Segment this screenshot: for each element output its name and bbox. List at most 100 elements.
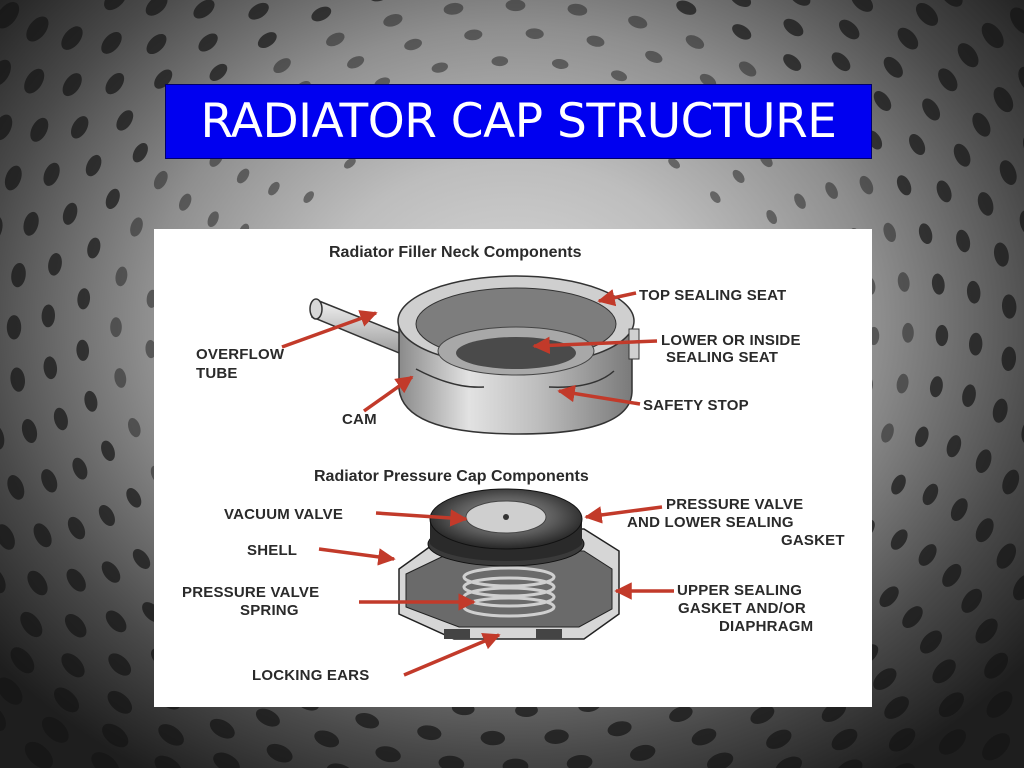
background-dot [873, 91, 892, 111]
background-dot [108, 653, 132, 676]
background-dot [255, 708, 280, 727]
label-upper-gasket-line2: GASKET AND/OR [678, 600, 806, 617]
background-dot [902, 606, 923, 629]
background-dot [888, 728, 916, 752]
background-dot [326, 32, 345, 47]
background-dot [902, 322, 914, 343]
background-dot [544, 729, 569, 744]
background-dot [64, 613, 87, 638]
background-dot [502, 758, 529, 768]
background-dot [993, 87, 1014, 113]
background-dot [85, 154, 102, 177]
background-dot [105, 72, 125, 95]
background-dot [207, 211, 219, 228]
background-dot [630, 744, 656, 761]
background-dot [918, 544, 937, 566]
background-dot [879, 586, 899, 608]
background-dot [691, 728, 717, 746]
background-dot [883, 222, 896, 243]
background-dot [732, 24, 752, 40]
background-dot [236, 168, 250, 184]
background-dot [961, 588, 983, 613]
background-dot [268, 181, 280, 196]
background-dot [61, 26, 83, 50]
title-banner: RADIATOR CAP STRUCTURE [165, 84, 872, 159]
background-dot [938, 729, 966, 755]
label-lower-sealing-seat-line1: LOWER OR INSIDE [661, 332, 801, 349]
background-dot [942, 563, 962, 587]
background-dot [788, 0, 811, 6]
background-dot [831, 52, 851, 72]
background-dot [610, 70, 628, 82]
pressure-cap-illustration [398, 488, 620, 640]
background-dot [132, 143, 148, 163]
background-dot [248, 2, 269, 20]
background-dot [981, 22, 1004, 49]
background-dot [972, 112, 991, 137]
background-dot [153, 170, 168, 190]
background-dot [101, 561, 121, 583]
background-dot [130, 217, 143, 237]
background-dot [838, 19, 860, 40]
background-dot [404, 38, 422, 51]
background-dot [344, 158, 356, 169]
background-dot [986, 691, 1013, 718]
background-dot [834, 759, 863, 768]
background-dot [27, 570, 48, 596]
background-dot [355, 712, 380, 729]
background-dot [685, 35, 705, 49]
background-dot [1002, 469, 1020, 495]
background-dot [154, 755, 182, 768]
background-dot [41, 469, 58, 493]
background-dot [24, 741, 53, 768]
background-dot [84, 390, 98, 412]
background-dot [992, 398, 1008, 423]
background-dot [54, 687, 79, 713]
background-dot [982, 733, 1010, 761]
background-dot [883, 56, 903, 78]
background-dot [999, 160, 1017, 185]
background-dot [154, 69, 173, 89]
background-dot [0, 677, 23, 705]
arrow-lower-sealing-seat [532, 336, 658, 355]
background-dot [273, 58, 291, 74]
background-dot [431, 62, 448, 73]
background-dot [145, 0, 168, 16]
background-dot [567, 3, 588, 16]
background-dot [732, 169, 745, 183]
background-dot [480, 730, 505, 746]
background-dot [110, 317, 122, 338]
background-dot [102, 723, 129, 748]
background-dot [311, 6, 332, 22]
filler-neck-heading: Radiator Filler Neck Components [329, 244, 582, 261]
background-dot [417, 725, 442, 741]
background-dot [76, 339, 90, 361]
background-dot [1019, 210, 1024, 236]
background-dot [915, 2, 939, 26]
background-dot [126, 488, 142, 508]
label-pressure-valve-gasket-line3: GASKET [781, 532, 845, 549]
background-dot [918, 223, 933, 245]
background-dot [116, 110, 134, 131]
background-dot [939, 0, 963, 7]
arrow-locking-ears [403, 633, 501, 677]
background-dot [314, 730, 340, 748]
background-dot [104, 0, 127, 11]
background-dot [710, 191, 721, 203]
background-dot [0, 1, 20, 29]
background-dot [0, 424, 5, 450]
background-dot [586, 35, 605, 47]
background-dot [72, 457, 88, 480]
background-dot [77, 288, 91, 310]
background-dot [48, 253, 62, 276]
background-dot [383, 14, 403, 27]
background-dot [525, 28, 544, 40]
background-dot [347, 56, 365, 69]
background-dot [257, 32, 277, 49]
background-dot [766, 209, 778, 225]
background-dot [566, 754, 593, 768]
background-dot [884, 696, 909, 719]
label-overflow-tube-line2: TUBE [196, 365, 238, 382]
background-dot [668, 158, 680, 169]
background-dot [326, 763, 354, 768]
